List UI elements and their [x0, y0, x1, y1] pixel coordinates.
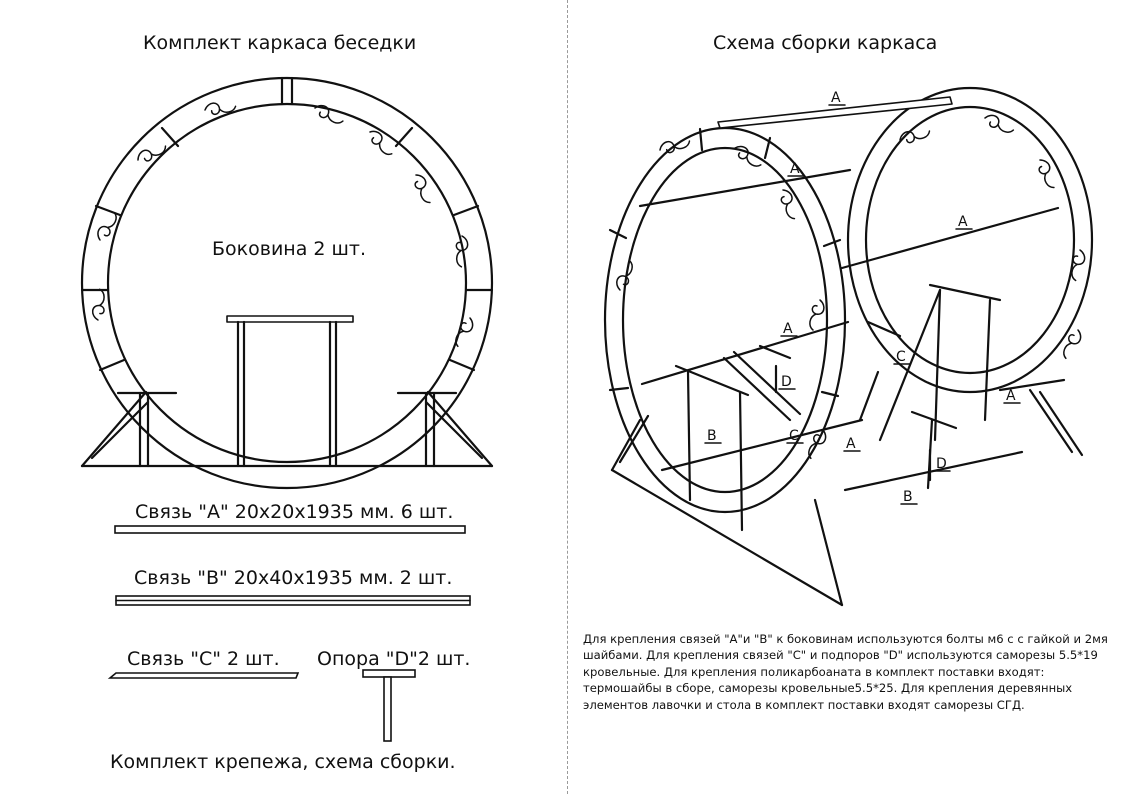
assembly-diagram: A A A A A A B B C C D D — [603, 86, 1094, 607]
link-c-bars — [758, 320, 902, 360]
part-c-label: Связь "С" 2 шт. — [127, 648, 280, 670]
bench-left — [116, 391, 178, 468]
link-a-bars — [638, 96, 1066, 392]
callout-a-5: A — [1006, 388, 1016, 404]
callout-d-2: D — [936, 456, 947, 472]
callout-d-1: D — [781, 374, 792, 390]
front-base-frame — [610, 414, 844, 607]
part-a-drawing — [114, 525, 466, 534]
rear-arch — [846, 86, 1094, 457]
callout-c-2: C — [789, 428, 799, 444]
bench-frame-front — [674, 350, 802, 532]
part-a-label: Связь "А" 20х20х1935 мм. 6 шт. — [135, 501, 454, 523]
callout-b-1: B — [707, 428, 717, 444]
part-d-label: Опора "D"2 шт. — [317, 648, 471, 670]
callout-b-2: B — [903, 489, 913, 505]
callout-a-2: A — [790, 161, 800, 177]
side-panel-label: Боковина 2 шт. — [212, 238, 367, 260]
arch-side-panel — [80, 76, 494, 490]
callout-a-3: A — [958, 214, 968, 230]
callout-a-4: A — [783, 321, 793, 337]
left-panel-title: Комплект каркаса беседки — [143, 32, 417, 54]
part-b-label: Связь "В" 20х40х1935 мм. 2 шт. — [134, 567, 453, 589]
support-d-bars — [774, 364, 932, 482]
hardware-kit-label: Комплект крепежа, схема сборки. — [110, 751, 456, 773]
bench-right — [396, 391, 458, 468]
arch-base-frame — [80, 390, 494, 468]
assembly-notes: Для крепления связей "А"и "В" к боковина… — [583, 632, 1108, 712]
callout-a-1: A — [831, 90, 841, 106]
part-b-drawing — [115, 595, 471, 606]
page-divider — [567, 0, 568, 794]
callouts: A A A A A A B B C C D D — [704, 90, 1021, 505]
table — [226, 315, 354, 468]
callout-a-6: A — [846, 436, 856, 452]
part-c-drawing — [107, 672, 300, 679]
part-d-drawing — [362, 669, 416, 742]
arch-spokes — [80, 76, 494, 372]
callout-c-1: C — [896, 349, 906, 365]
right-panel-title: Схема сборки каркаса — [713, 32, 938, 54]
front-arch-spokes — [608, 127, 842, 398]
